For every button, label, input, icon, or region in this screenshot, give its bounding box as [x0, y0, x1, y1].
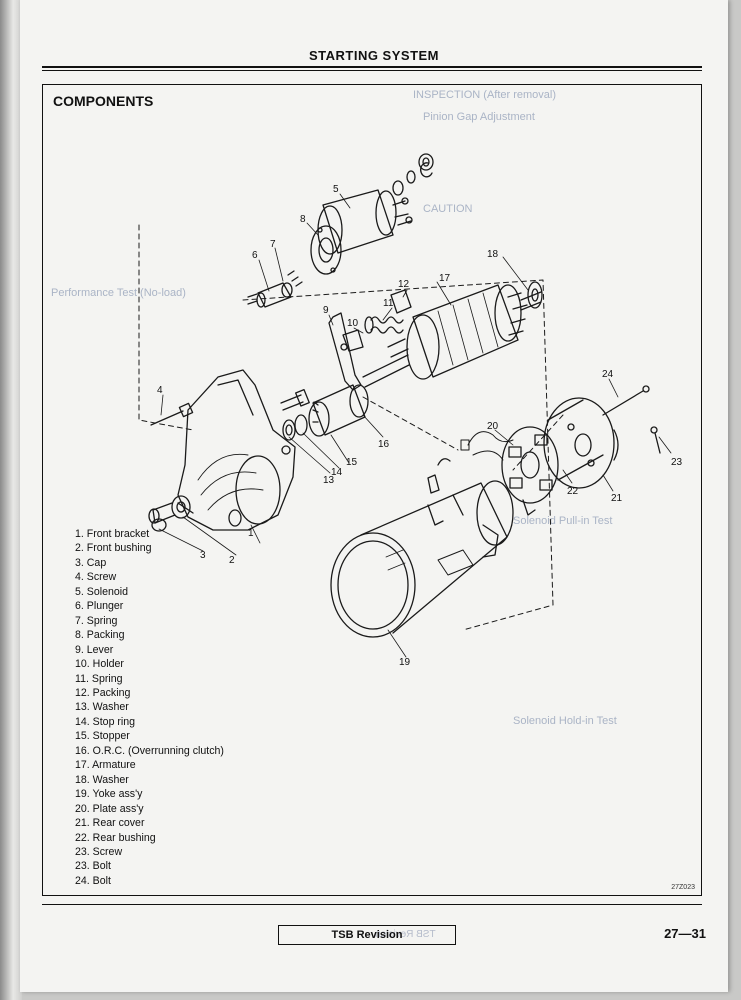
callout-numbers: 1 2 3 4 5 6 7 8 9 10 11 12 13 14 15 16 1…: [157, 184, 683, 668]
legend-item: 13. Washer: [75, 701, 129, 714]
shift-lever: [328, 312, 362, 391]
callout-1: 1: [248, 528, 254, 539]
legend-item: 21. Rear cover: [75, 817, 145, 830]
callout-17: 17: [439, 273, 451, 284]
legend-item: 3. Cap: [75, 556, 107, 569]
solenoid-part: [317, 189, 413, 255]
callout-14: 14: [331, 467, 343, 478]
callout-13: 13: [323, 475, 335, 486]
bleed-through-performance: Performance Test (No-load): [51, 287, 186, 299]
legend-item: 22. Rear bushing: [75, 831, 156, 844]
callout-16: 16: [378, 439, 390, 450]
page-number: 27—31: [664, 926, 706, 941]
callout-20: 20: [487, 421, 499, 432]
callout-23: 23: [671, 457, 683, 468]
bleed-through-heading: INSPECTION (After removal): [413, 89, 557, 101]
callout-19: 19: [399, 657, 411, 668]
callout-8: 8: [300, 214, 306, 225]
front-screw: [150, 402, 194, 426]
legend-item: 9. Lever: [75, 643, 114, 656]
legend-item: 14. Stop ring: [75, 715, 136, 728]
header-rule-thick: [42, 66, 702, 68]
armature-part: [362, 284, 542, 388]
callout-4: 4: [157, 385, 163, 396]
callout-12: 12: [398, 279, 410, 290]
legend-item: 20. Plate ass'y: [75, 802, 144, 815]
legend-item: 15. Stopper: [75, 730, 130, 743]
legend-item: 4. Screw: [75, 571, 117, 584]
callout-7: 7: [270, 239, 276, 250]
header-rule-thin: [42, 70, 702, 71]
legend-item: 5. Solenoid: [75, 585, 129, 598]
legend-item: 2. Front bushing: [75, 542, 152, 555]
callout-9: 9: [323, 305, 329, 316]
section-heading: COMPONENTS: [53, 93, 154, 109]
callout-21: 21: [611, 493, 623, 504]
callout-3: 3: [200, 550, 206, 561]
starter-exploded-diagram: 1 2 3 4 5 6 7 8 9 10 11 12 13 14 15 16 1…: [138, 153, 683, 668]
legend-item: 10. Holder: [75, 658, 124, 671]
legend-item: 6. Plunger: [75, 600, 124, 613]
callout-2: 2: [229, 555, 235, 566]
legend-item: 18. Washer: [75, 773, 129, 786]
through-bolt: [602, 385, 661, 454]
yoke-assembly: [330, 458, 514, 638]
callout-15: 15: [346, 457, 358, 468]
page-title: STARTING SYSTEM: [308, 48, 440, 63]
brush-plate: [501, 426, 559, 516]
tsb-revision-label: TSB Revision: [278, 925, 456, 945]
legend-item: 17. Armature: [75, 759, 136, 772]
bleed-through-subheading: Pinion Gap Adjustment: [423, 111, 535, 123]
bracket-bolt: [280, 388, 310, 411]
assembly-guide-lines: [138, 224, 564, 631]
legend-item: 12. Packing: [75, 686, 131, 699]
legend-item: 23. Bolt: [75, 860, 111, 873]
book-binding-shadow: [0, 0, 22, 1000]
bleed-through-caution: CAUTION: [423, 203, 473, 215]
armature-washer: [527, 281, 543, 309]
callout-leaders: [158, 193, 672, 658]
brush-leads: [460, 431, 514, 461]
legend-item: 1. Front bracket: [75, 528, 150, 540]
manual-page: STARTING SYSTEM INSPECTION (After remova…: [20, 0, 728, 992]
front-bracket: [177, 369, 296, 531]
callout-24: 24: [602, 369, 614, 380]
footer-rule: [42, 904, 702, 905]
plunger-part: [247, 270, 303, 308]
legend-item: 7. Spring: [75, 614, 118, 627]
legend-item: 23. Screw: [75, 845, 123, 858]
callout-10: 10: [347, 318, 359, 329]
callout-6: 6: [252, 250, 258, 261]
callout-18: 18: [487, 249, 499, 260]
legend-item: 16. O.R.C. (Overrunning clutch): [75, 744, 224, 757]
figure-code: 27Z023: [671, 884, 695, 891]
bushing-and-cap: [148, 495, 191, 532]
legend-item: 19. Yoke ass'y: [75, 788, 143, 801]
callout-22: 22: [567, 486, 579, 497]
parts-legend: 1. Front bracket 2. Front bushing 3. Cap…: [75, 527, 224, 888]
bleed-through-pull-in: Solenoid Pull-in Test: [513, 515, 613, 527]
bleed-through-hold-in: Solenoid Hold-in Test: [513, 715, 617, 727]
callout-11: 11: [383, 298, 394, 309]
legend-item: 24. Bolt: [75, 874, 111, 887]
legend-item: 11. Spring: [75, 672, 123, 685]
solenoid-washers: [392, 153, 434, 196]
legend-item: 8. Packing: [75, 629, 125, 642]
components-panel: INSPECTION (After removal) Pinion Gap Ad…: [42, 84, 702, 896]
packing-gasket: [310, 225, 342, 275]
rear-cover: [543, 397, 619, 489]
callout-5: 5: [333, 184, 339, 195]
